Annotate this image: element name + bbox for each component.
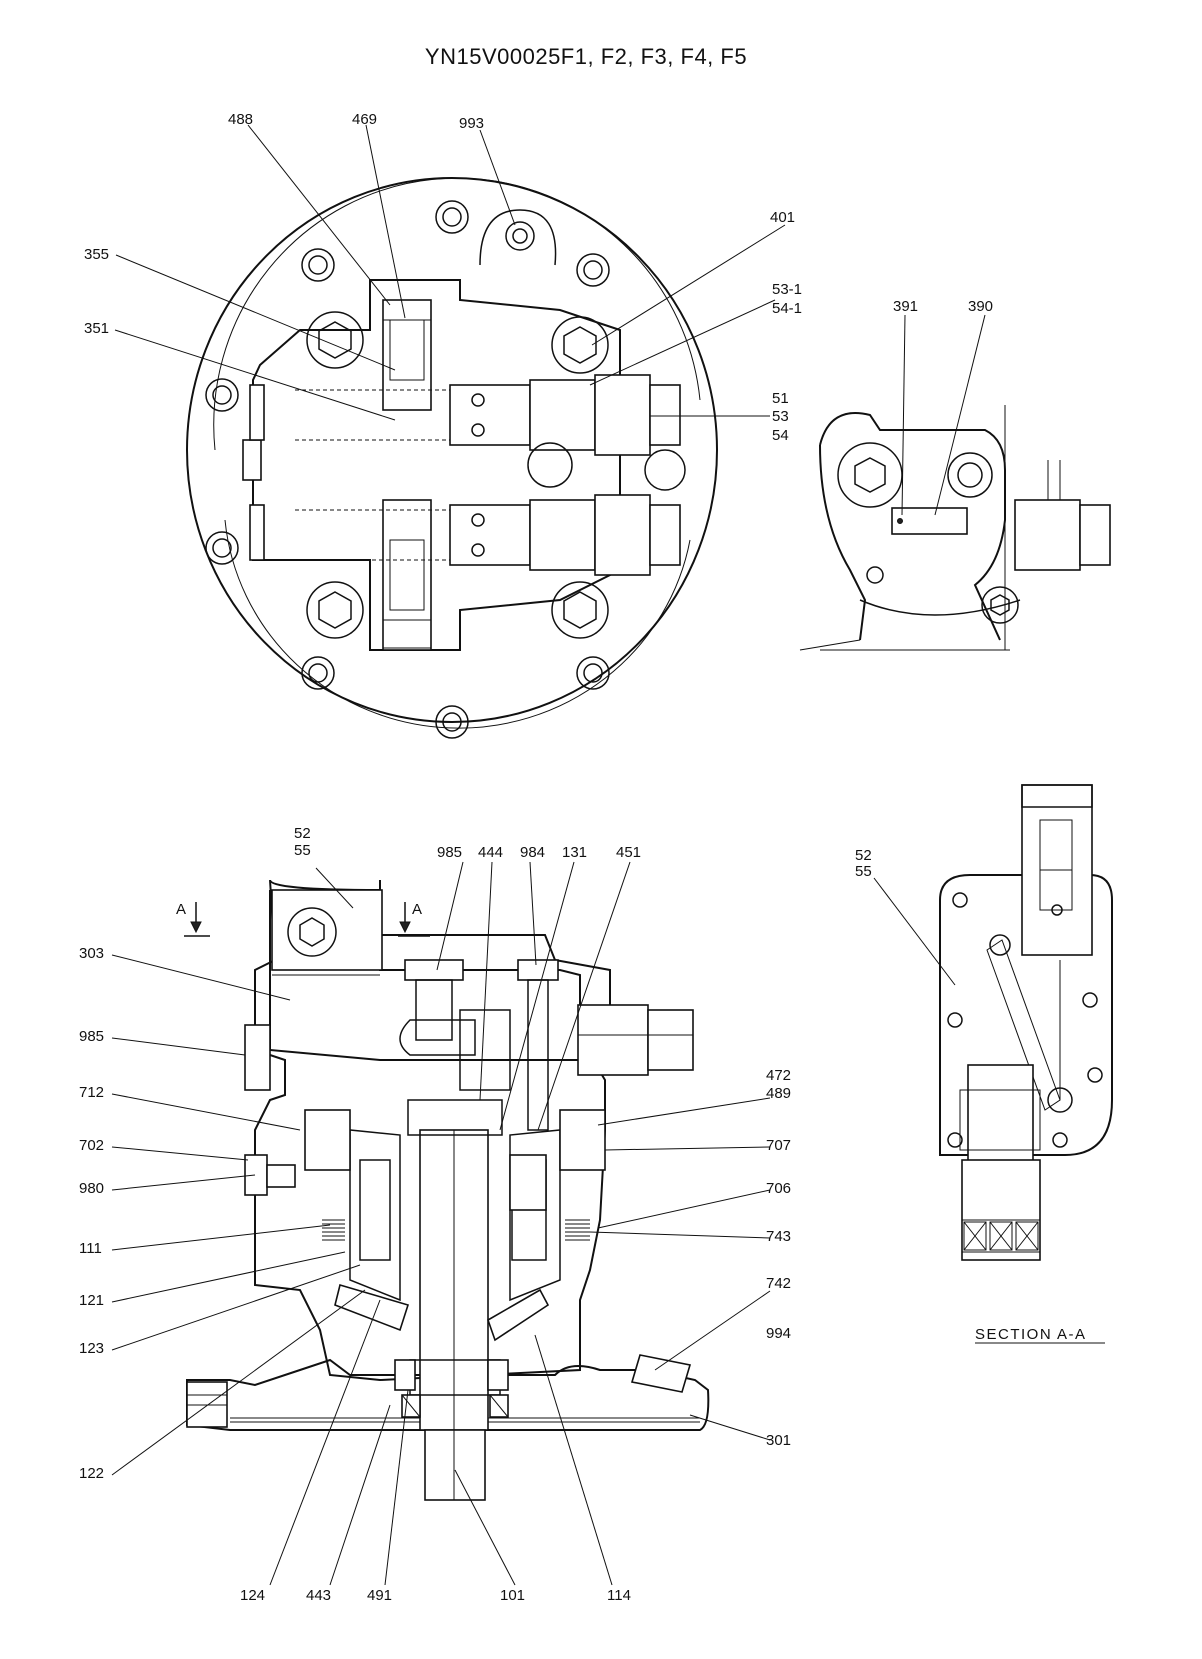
callout-label: 121	[79, 1292, 104, 1309]
callout-label: 489	[766, 1085, 791, 1102]
callout-label: 994	[766, 1325, 791, 1342]
callout-label: 712	[79, 1084, 104, 1101]
callout-label: 54	[772, 427, 789, 444]
callout-label: 702	[79, 1137, 104, 1154]
callout-label: 101	[500, 1587, 525, 1604]
callout-label: 491	[367, 1587, 392, 1604]
section-mark: A	[412, 901, 422, 918]
callout-label: 301	[766, 1432, 791, 1449]
callout-label: 444	[478, 844, 503, 861]
section-cut-marks: A A	[176, 901, 430, 937]
callout-label: 401	[770, 209, 795, 226]
top-view: 488 469 993 401 355 53-1 54-1 351 51 53 …	[84, 111, 802, 739]
callout-label: 53	[772, 408, 789, 425]
top-view-labels: 488 469 993 401 355 53-1 54-1 351 51 53 …	[84, 111, 802, 444]
callout-label: 443	[306, 1587, 331, 1604]
callout-label: 114	[607, 1587, 631, 1604]
section-caption: SECTION A-A	[975, 1326, 1087, 1343]
callout-label: 391	[893, 298, 918, 315]
callout-label: 355	[84, 246, 109, 263]
side-detail-view: 391 390	[799, 298, 1111, 651]
callout-label: 52	[294, 825, 311, 842]
callout-label: 52	[855, 847, 872, 864]
callout-label: 122	[79, 1465, 104, 1482]
callout-label: 51	[772, 390, 789, 407]
drawing-title: YN15V00025F1, F2, F3, F4, F5	[424, 44, 748, 69]
callout-label: 980	[79, 1180, 104, 1197]
main-view-labels: 52 55 985 444 984 131 451 303 985 472 48…	[79, 825, 791, 1604]
callout-label: 707	[766, 1137, 791, 1154]
section-aa-view: 52 55 SECTION A-A	[855, 784, 1113, 1344]
callout-label: 985	[79, 1028, 104, 1045]
main-section-view: A A	[79, 825, 791, 1604]
callout-label: 124	[240, 1587, 265, 1604]
callout-label: 488	[228, 111, 253, 128]
callout-label: 743	[766, 1228, 791, 1245]
callout-label: 451	[616, 844, 641, 861]
callout-label: 993	[459, 115, 484, 132]
callout-label: 55	[855, 863, 872, 880]
callout-label: 131	[562, 844, 587, 861]
section-mark: A	[176, 901, 186, 918]
callout-label: 742	[766, 1275, 791, 1292]
callout-label: 472	[766, 1067, 791, 1084]
callout-label: 111	[79, 1240, 102, 1257]
callout-label: 706	[766, 1180, 791, 1197]
callout-label: 984	[520, 844, 545, 861]
callout-label: 351	[84, 320, 109, 337]
callout-label: 985	[437, 844, 462, 861]
callout-label: 469	[352, 111, 377, 128]
callout-label: 54-1	[772, 300, 802, 317]
callout-label: 123	[79, 1340, 104, 1357]
callout-label: 53-1	[772, 281, 802, 298]
callout-label: 303	[79, 945, 104, 962]
callout-label: 55	[294, 842, 311, 859]
callout-label: 390	[968, 298, 993, 315]
